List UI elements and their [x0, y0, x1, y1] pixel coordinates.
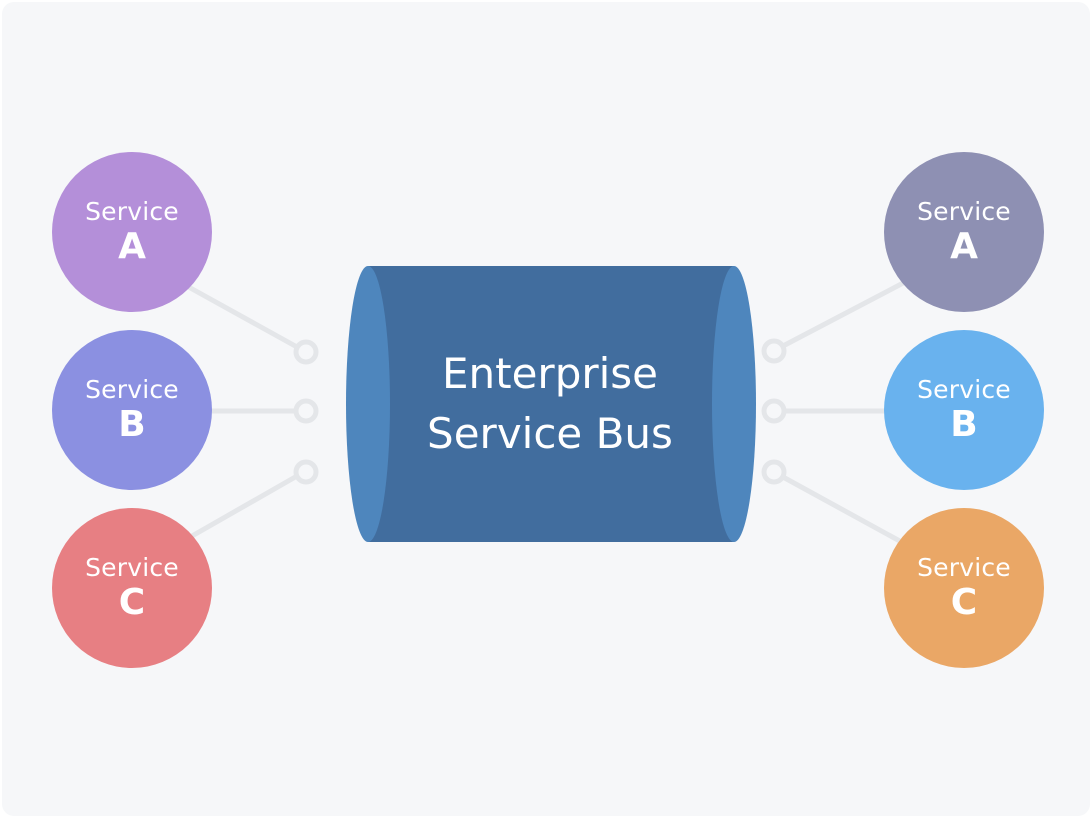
port-left-b: [293, 398, 319, 424]
bus-cap-left: [346, 266, 390, 542]
left-service-a[interactable]: Service A: [52, 152, 212, 312]
right-service-a[interactable]: Service A: [884, 152, 1044, 312]
connector-left-c: [182, 473, 300, 543]
service-label: Service: [917, 553, 1011, 582]
service-label: Service: [85, 553, 179, 582]
service-letter: A: [950, 226, 978, 267]
left-service-b[interactable]: Service B: [52, 330, 212, 490]
port-right-c: [761, 459, 787, 485]
right-service-b[interactable]: Service B: [884, 330, 1044, 490]
service-letter: B: [950, 404, 978, 445]
left-service-c[interactable]: Service C: [52, 508, 212, 668]
service-label: Service: [917, 375, 1011, 404]
service-letter: C: [118, 582, 146, 623]
bus-title-line2: Service Bus: [427, 409, 673, 458]
service-label: Service: [917, 197, 1011, 226]
right-service-c[interactable]: Service C: [884, 508, 1044, 668]
bus-body: [368, 266, 734, 542]
port-left-a: [293, 339, 319, 365]
service-letter: C: [950, 582, 978, 623]
service-label: Service: [85, 197, 179, 226]
service-bus-cylinder: [346, 266, 756, 542]
bus-title-line1: Enterprise: [441, 349, 659, 398]
port-left-c: [293, 459, 319, 485]
service-letter: B: [118, 404, 146, 445]
port-right-a: [761, 338, 787, 364]
service-letter: A: [118, 226, 146, 267]
bus-cap-right: [712, 266, 756, 542]
bus-label: Enterprise Service Bus: [344, 266, 756, 542]
service-label: Service: [85, 375, 179, 404]
connector-right-a: [780, 278, 910, 349]
connector-left-a: [182, 282, 300, 350]
port-right-b: [761, 398, 787, 424]
connector-right-c: [780, 474, 910, 548]
